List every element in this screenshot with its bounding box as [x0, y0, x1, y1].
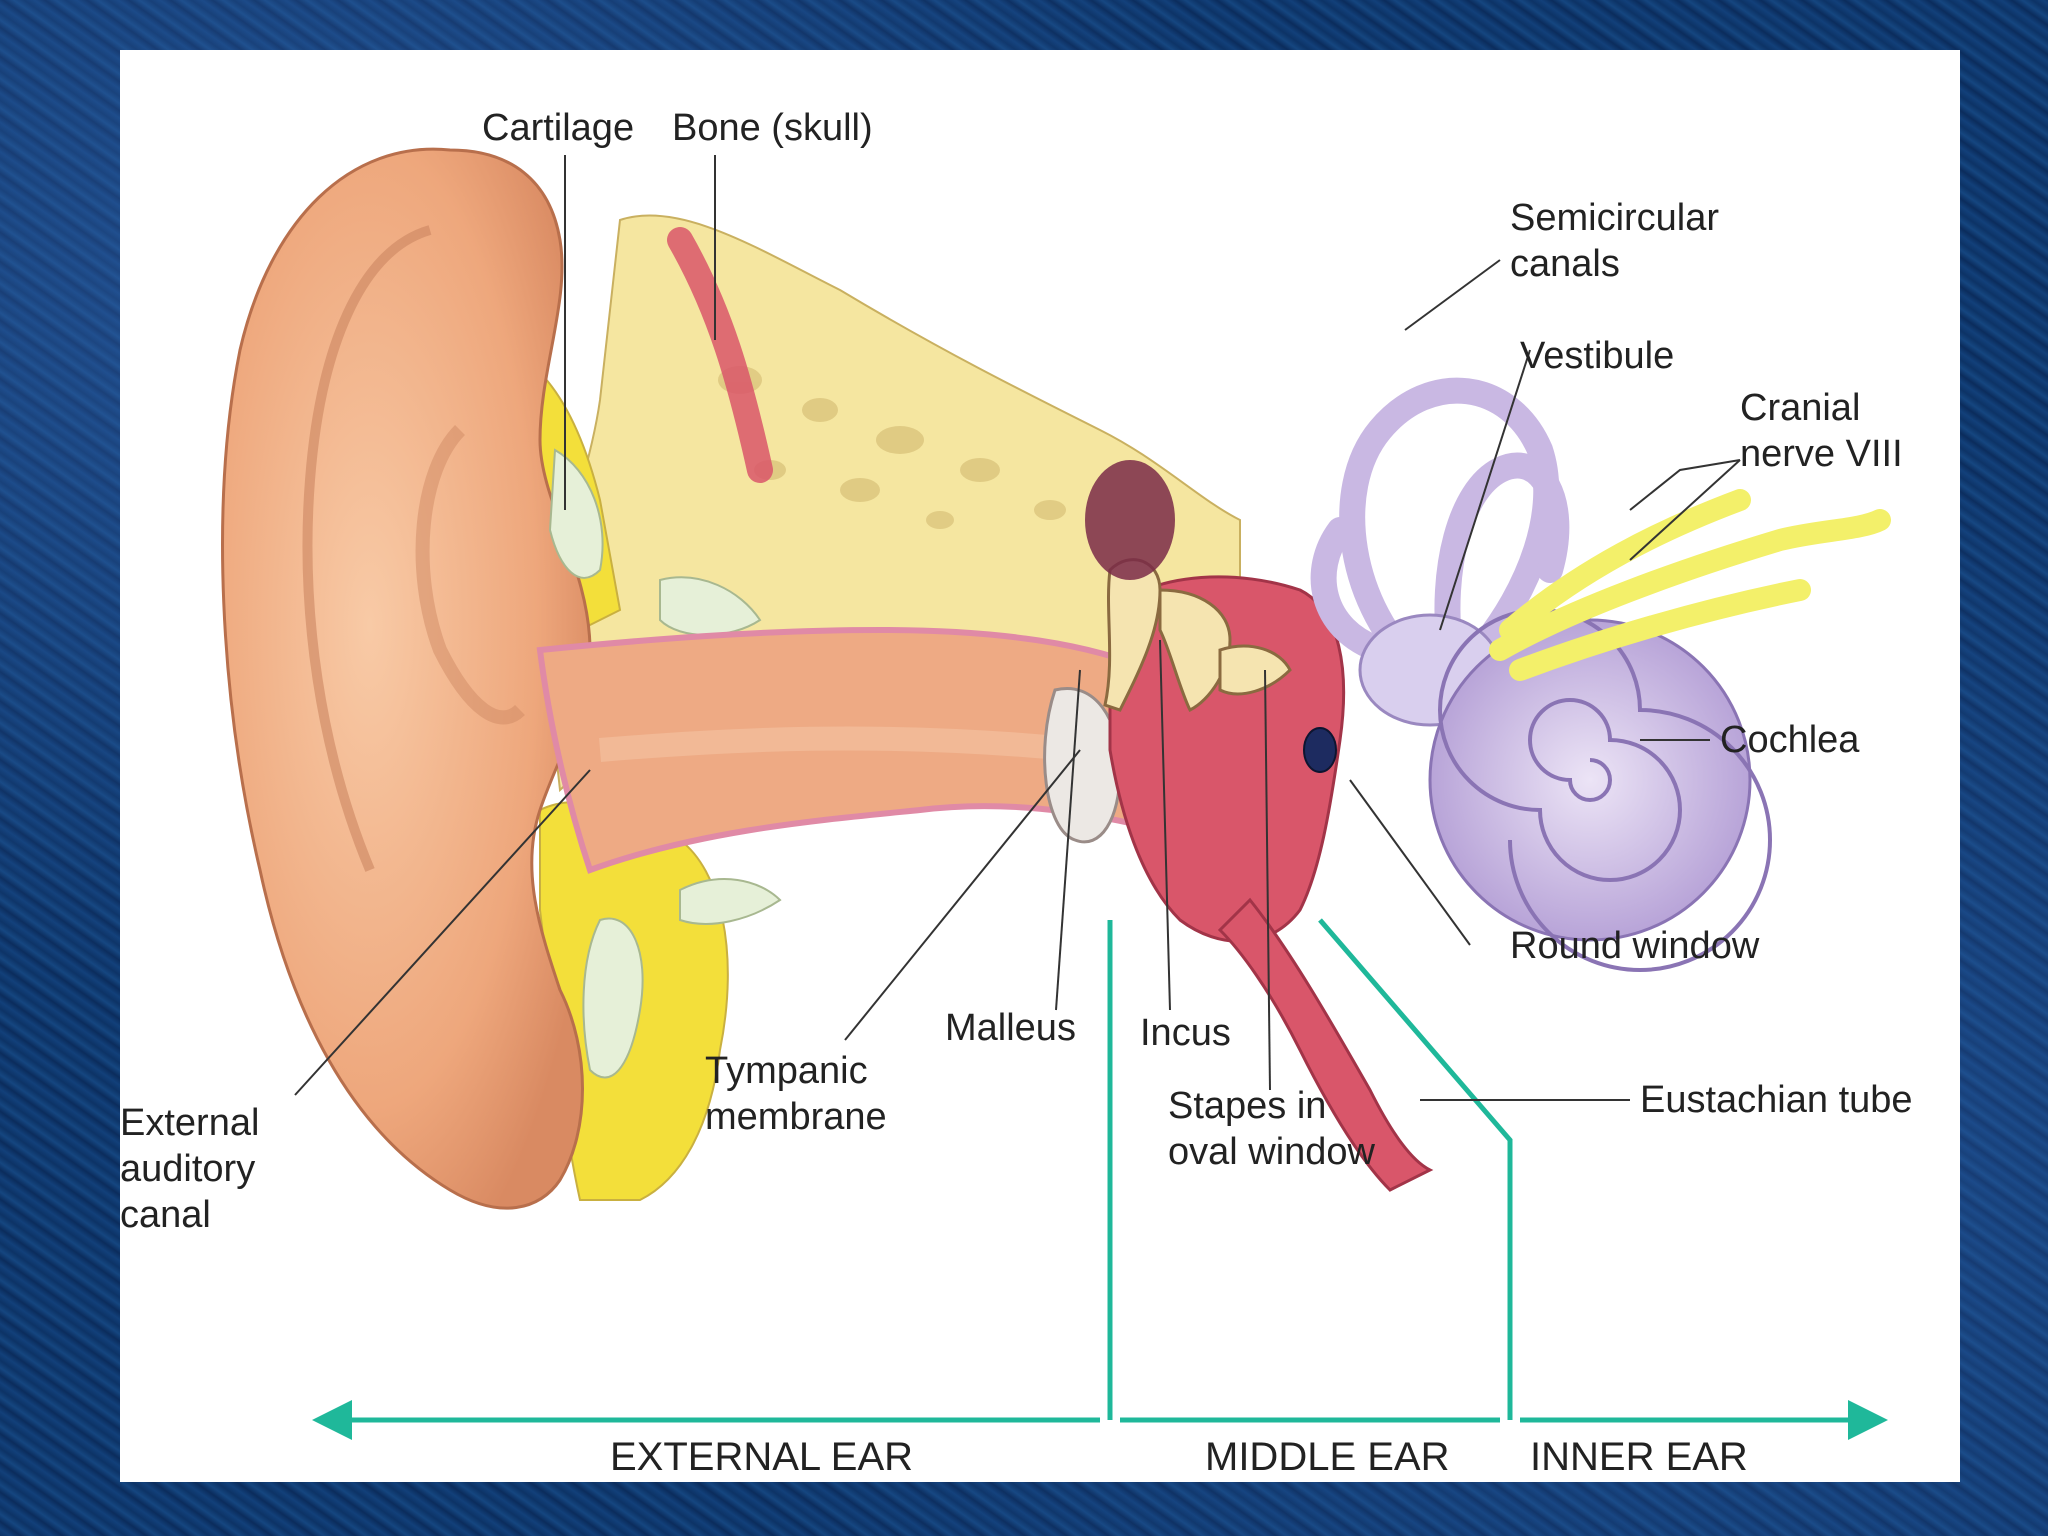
pinna [223, 149, 590, 1208]
region-middle-ear: MIDDLE EAR [1205, 1435, 1450, 1479]
label-cochlea: Cochlea [1720, 719, 1860, 761]
label-vestibule: Vestibule [1520, 335, 1674, 377]
region-external-ear: EXTERNAL EAR [610, 1435, 913, 1479]
round-window-shape [1304, 728, 1336, 772]
label-round-window: Round window [1510, 925, 1760, 967]
label-tympanic-membrane: Tympanic membrane [705, 1050, 887, 1138]
cochlea-shape [1430, 610, 1770, 970]
dark-mass [1085, 460, 1175, 580]
region-inner-ear: INNER EAR [1530, 1435, 1748, 1479]
label-external-auditory-canal: External auditory canal [120, 1102, 270, 1236]
label-incus: Incus [1140, 1012, 1231, 1054]
ear-anatomy-diagram: Cartilage Bone (skull) Semicircular cana… [120, 50, 1960, 1482]
label-malleus: Malleus [945, 1007, 1076, 1049]
label-cartilage: Cartilage [482, 107, 634, 149]
label-semicircular-canals: Semicircular canals [1510, 197, 1730, 285]
label-bone-skull: Bone (skull) [672, 107, 873, 149]
label-eustachian-tube: Eustachian tube [1640, 1079, 1913, 1121]
region-labels: EXTERNAL EAR MIDDLE EAR INNER EAR [610, 1435, 1748, 1479]
diagram-panel: Cartilage Bone (skull) Semicircular cana… [120, 50, 1960, 1482]
label-cranial-nerve: Cranial nerve VIII [1740, 387, 1903, 475]
